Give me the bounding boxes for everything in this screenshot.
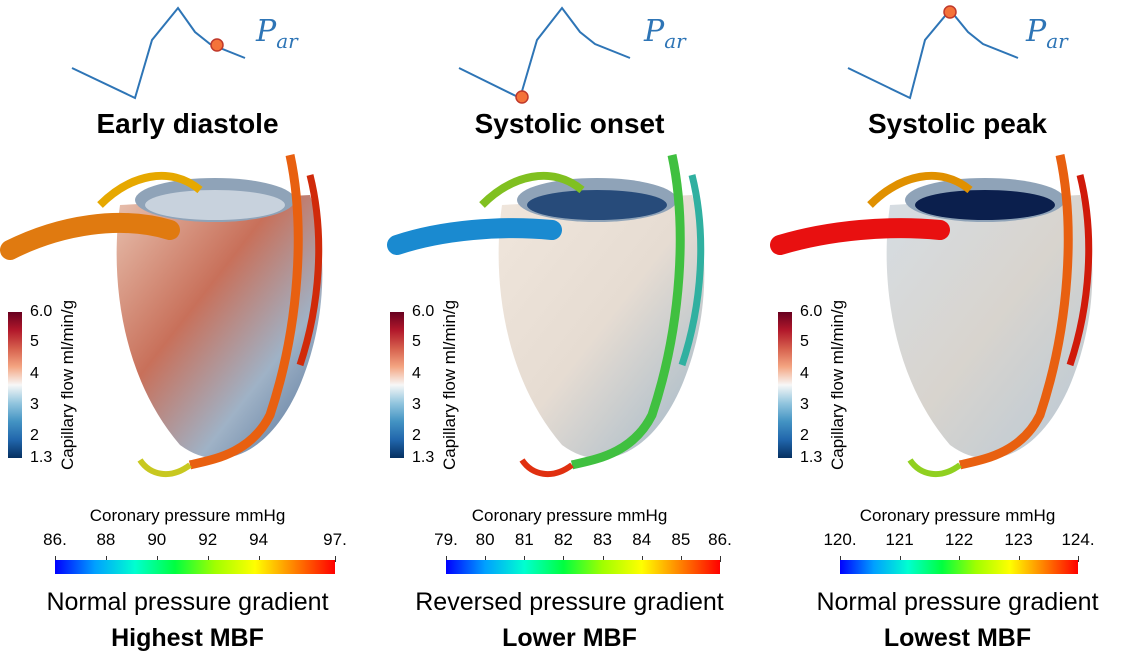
coronary-axis-label: Coronary pressure mmHg [859,506,1056,525]
coronary-tick-mark [446,556,447,562]
coronary-ticks: 79. 80 81 82 83 84 85 86. [434,530,732,552]
capillary-tick: 2 [30,427,39,444]
capillary-tick: 5 [800,333,809,350]
mbf-text: Highest MBF [111,624,264,652]
phase-title: Systolic peak [868,108,1047,139]
capillary-axis-label: Capillary flow ml/min/g [440,299,459,470]
coronary-tickmarks [446,556,721,562]
capillary-tick: 1.3 [30,449,53,466]
coronary-tick-label: 123 [1004,530,1033,549]
heart-model [770,154,1093,477]
coronary-tick-mark [899,556,901,562]
coronary-tick-label: 84 [632,530,652,549]
coronary-tick-label: 94 [249,530,269,549]
capillary-tick: 5 [30,333,39,350]
coronary-tick-label: 86. [43,530,67,549]
coronary-ticks: 120. 121 122 123 124. [823,530,1094,552]
capillary-tick: 5 [412,333,421,350]
coronary-tick-mark [1018,556,1020,562]
coronary-tick-mark [959,556,960,562]
panel-systolic-peak: Par Systolic peak 6.0 5 4 3 2 1.3 Capill… [770,0,1125,656]
capillary-tick: 1.3 [412,449,435,466]
par-label: Par [256,14,298,53]
phase-title: Systolic onset [474,108,665,139]
heart-model [0,154,323,477]
capillary-tick: 1.3 [800,449,823,466]
coronary-tick-label: 92 [198,530,218,549]
coronary-tick-mark [1078,556,1079,562]
gradient-text: Reversed pressure gradient [415,588,724,616]
coronary-tick-label: 86. [708,530,732,549]
coronary-tick-label: 120. [823,530,857,549]
coronary-tick-label: 81 [514,530,534,549]
coronary-tick-mark [55,556,56,562]
coronary-tick-mark [258,556,260,562]
coronary-tick-label: 90 [147,530,167,549]
heart-model [387,154,705,477]
coronary-tick-mark [105,556,107,562]
coronary-tick-label: 82 [553,530,573,549]
coronary-tick-label: 79. [434,530,458,549]
capillary-tick: 2 [800,427,809,444]
capillary-colorbar [8,312,22,458]
capillary-tick: 3 [800,396,809,413]
mbf-text: Lowest MBF [883,624,1032,652]
pressure-waveform [71,6,246,100]
gradient-text: Normal pressure gradient [46,588,329,616]
coronary-tick-label: 122 [944,530,974,549]
coronary-tick-label: 85 [671,530,691,549]
capillary-tick: 6.0 [30,303,53,320]
coronary-axis-label: Coronary pressure mmHg [89,506,286,525]
coronary-tick-mark [680,556,682,562]
phase-marker [210,38,224,52]
capillary-axis-label: Capillary flow ml/min/g [58,299,77,470]
coronary-tick-mark [207,556,209,562]
coronary-tick-mark [335,556,336,562]
capillary-tick: 6.0 [412,303,435,320]
capillary-tick: 4 [800,365,809,382]
coronary-tick-mark [485,556,487,562]
coronary-colorbar [840,560,1078,574]
par-label: Par [1026,14,1068,53]
capillary-tick: 4 [30,365,39,382]
coronary-tick-label: 97. [323,530,347,549]
panel-early-diastole: Par Early diastole 6.0 5 4 3 2 1.3 Capil… [0,0,375,656]
coronary-tick-label: 121 [885,530,914,549]
coronary-tick-label: 124. [1061,530,1095,549]
phase-marker [515,90,529,104]
coronary-axis-label: Coronary pressure mmHg [471,506,668,525]
coronary-tick-label: 80 [475,530,495,549]
coronary-tick-mark [524,556,526,562]
capillary-tick: 2 [412,427,421,444]
coronary-colorbar [446,560,720,574]
mbf-text: Lower MBF [502,624,637,652]
coronary-tick-label: 83 [593,530,613,549]
coronary-tick-mark [156,556,158,562]
capillary-colorbar [778,312,792,458]
capillary-axis-label: Capillary flow ml/min/g [828,299,847,470]
phase-title: Early diastole [96,108,279,139]
pressure-waveform [458,6,631,104]
coronary-tick-mark [840,556,841,562]
panel-systolic-onset: Par Systolic onset 6.0 5 4 3 2 1.3 Capil… [382,0,757,656]
coronary-tick-label: 88 [96,530,116,549]
capillary-tick: 6.0 [800,303,823,320]
capillary-colorbar [390,312,404,458]
capillary-tick: 3 [412,396,421,413]
coronary-tickmarks [840,556,1079,562]
pressure-waveform [847,5,1019,100]
coronary-tick-mark [641,556,643,562]
coronary-colorbar [55,560,335,574]
capillary-tick: 3 [30,396,39,413]
gradient-text: Normal pressure gradient [816,588,1099,616]
coronary-ticks: 86. 88 90 92 94 97. [43,530,347,552]
coronary-tick-mark [720,556,721,562]
phase-marker [943,5,957,19]
coronary-tick-mark [602,556,604,562]
par-label: Par [644,14,686,53]
capillary-tick: 4 [412,365,421,382]
coronary-tickmarks [55,556,336,562]
coronary-tick-mark [563,556,565,562]
